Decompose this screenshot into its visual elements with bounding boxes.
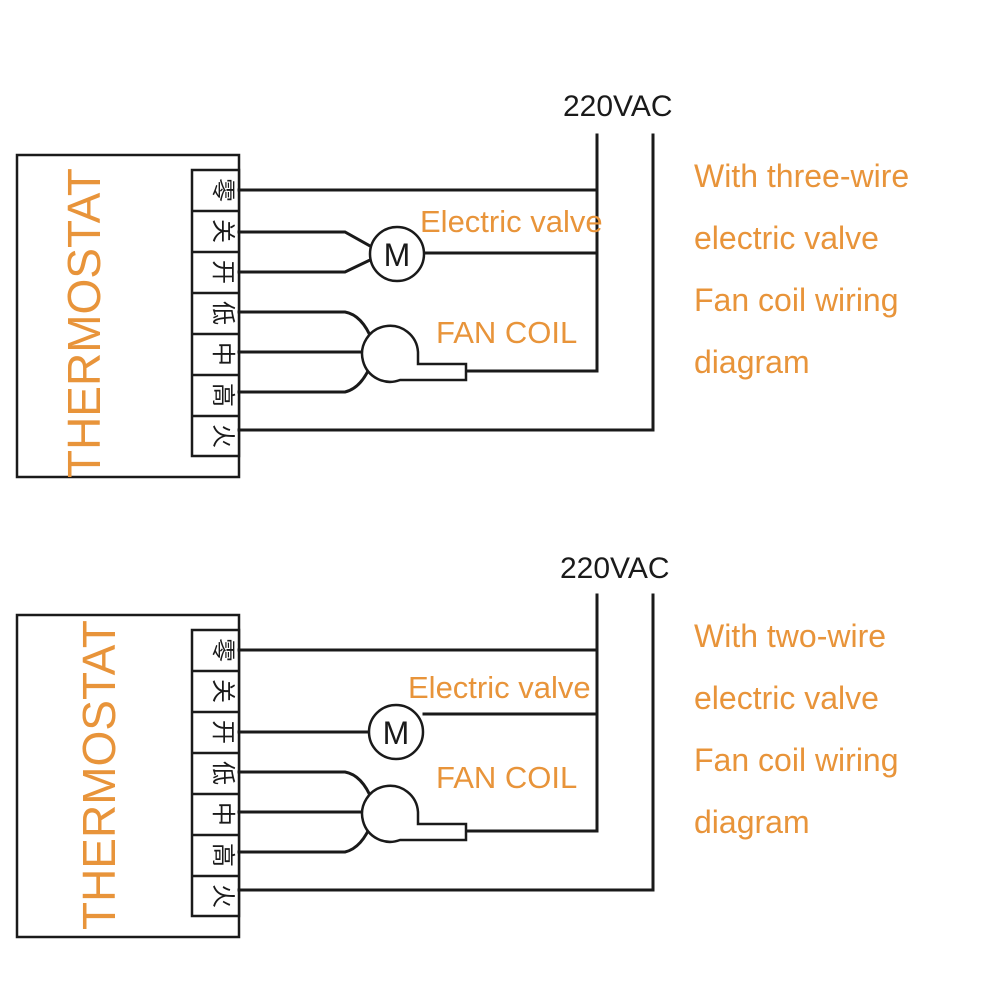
terminal-label: 低 — [209, 301, 236, 325]
terminal-label: 中 — [209, 342, 236, 366]
terminal-label: 零 — [209, 178, 236, 202]
caption-line: With two-wire — [694, 618, 886, 654]
motor-label: M — [384, 237, 411, 273]
terminal-strip: 零 关 开 低 中 高 火 — [190, 168, 241, 458]
terminal-label: 关 — [209, 679, 236, 703]
wire-fan-high — [237, 360, 374, 394]
terminal-label: 中 — [209, 802, 236, 826]
terminal-label: 火 — [209, 424, 236, 448]
caption-line: diagram — [694, 344, 810, 380]
caption-line: electric valve — [694, 680, 879, 716]
caption-line: Fan coil wiring — [694, 282, 899, 318]
wire-valve-close — [237, 230, 373, 249]
terminal-label: 关 — [209, 219, 236, 243]
terminal-label: 开 — [209, 720, 236, 744]
terminal-label: 高 — [209, 843, 236, 867]
terminal-label: 火 — [209, 884, 236, 908]
terminal-label: 高 — [209, 383, 236, 407]
supply-label: 220VAC — [563, 90, 673, 123]
caption-line: With three-wire — [694, 158, 909, 194]
terminal-label: 低 — [209, 761, 236, 785]
motor-icon — [367, 703, 425, 761]
wire-fan-low — [237, 310, 374, 342]
fan-coil-label: FAN COIL — [436, 760, 577, 795]
diagram-three-wire: THERMOSTAT 零 关 开 低 中 高 火 220VAC — [15, 90, 909, 479]
caption-line: Fan coil wiring — [694, 742, 899, 778]
terminal-label: 开 — [209, 260, 236, 284]
terminal-strip: 零 关 开 低 中 高 火 — [190, 628, 241, 918]
motor-label: M — [383, 715, 410, 751]
wire-valve-open — [237, 257, 373, 274]
wire-fan-high — [237, 820, 374, 854]
thermostat-label: THERMOSTAT — [58, 168, 110, 478]
thermostat-label: THERMOSTAT — [73, 620, 125, 930]
valve-label: Electric valve — [408, 670, 591, 705]
caption-line: electric valve — [694, 220, 879, 256]
fan-coil-icon — [360, 324, 468, 384]
valve-label: Electric valve — [420, 204, 603, 239]
wire-fan-low — [237, 770, 374, 802]
diagram-two-wire: THERMOSTAT 零 关 开 低 中 高 火 220VAC — [15, 552, 899, 939]
fan-coil-icon — [360, 784, 468, 844]
caption-line: diagram — [694, 804, 810, 840]
terminal-label: 零 — [209, 638, 236, 662]
fan-coil-label: FAN COIL — [436, 315, 577, 350]
supply-label: 220VAC — [560, 552, 670, 585]
motor-icon — [368, 225, 426, 283]
